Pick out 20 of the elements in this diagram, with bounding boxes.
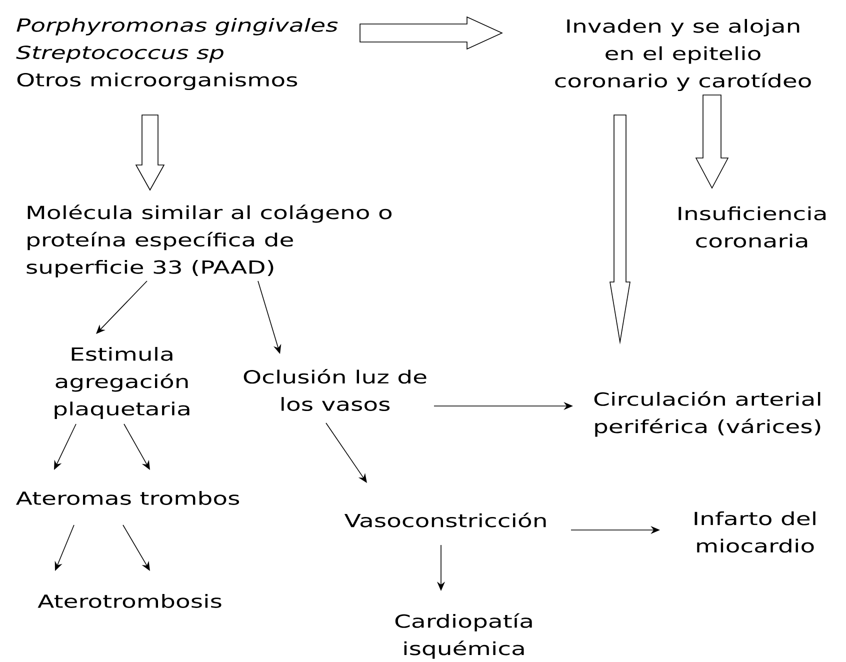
arrow [326, 422, 367, 483]
step-text: Molécula similar al colágeno o proteína específica de superficie 33 (PAAD) [26, 204, 392, 278]
block-arrow [610, 114, 630, 344]
arrow [96, 280, 148, 334]
block-arrow [360, 16, 503, 50]
step-text: Infarto del miocardio [694, 511, 816, 553]
arrow [122, 524, 150, 571]
step-text: Invaden y se alojan en el epitelio coronario y carotídeo [555, 18, 811, 92]
step-text: Porphyromonas gingivales Streptococcus sp Otros microorganismos [16, 18, 338, 90]
step-text: Vasoconstricción [344, 512, 546, 528]
block-arrow [695, 94, 729, 189]
step-text: Circulación arterial periférica (várices) [594, 391, 820, 437]
step-text: Estimula agregación plaquetaria [54, 346, 190, 420]
step-text: Cardiopatía isquémica [395, 613, 532, 659]
step-text: Aterotrombosis [38, 594, 222, 608]
step-text: Insuficiencia coronaria [678, 206, 826, 248]
block-arrow [135, 114, 165, 191]
step-text: Oclusión luz de los vasos [244, 369, 426, 411]
arrow [124, 424, 150, 470]
step-text: Ateromas trombos [16, 491, 240, 505]
